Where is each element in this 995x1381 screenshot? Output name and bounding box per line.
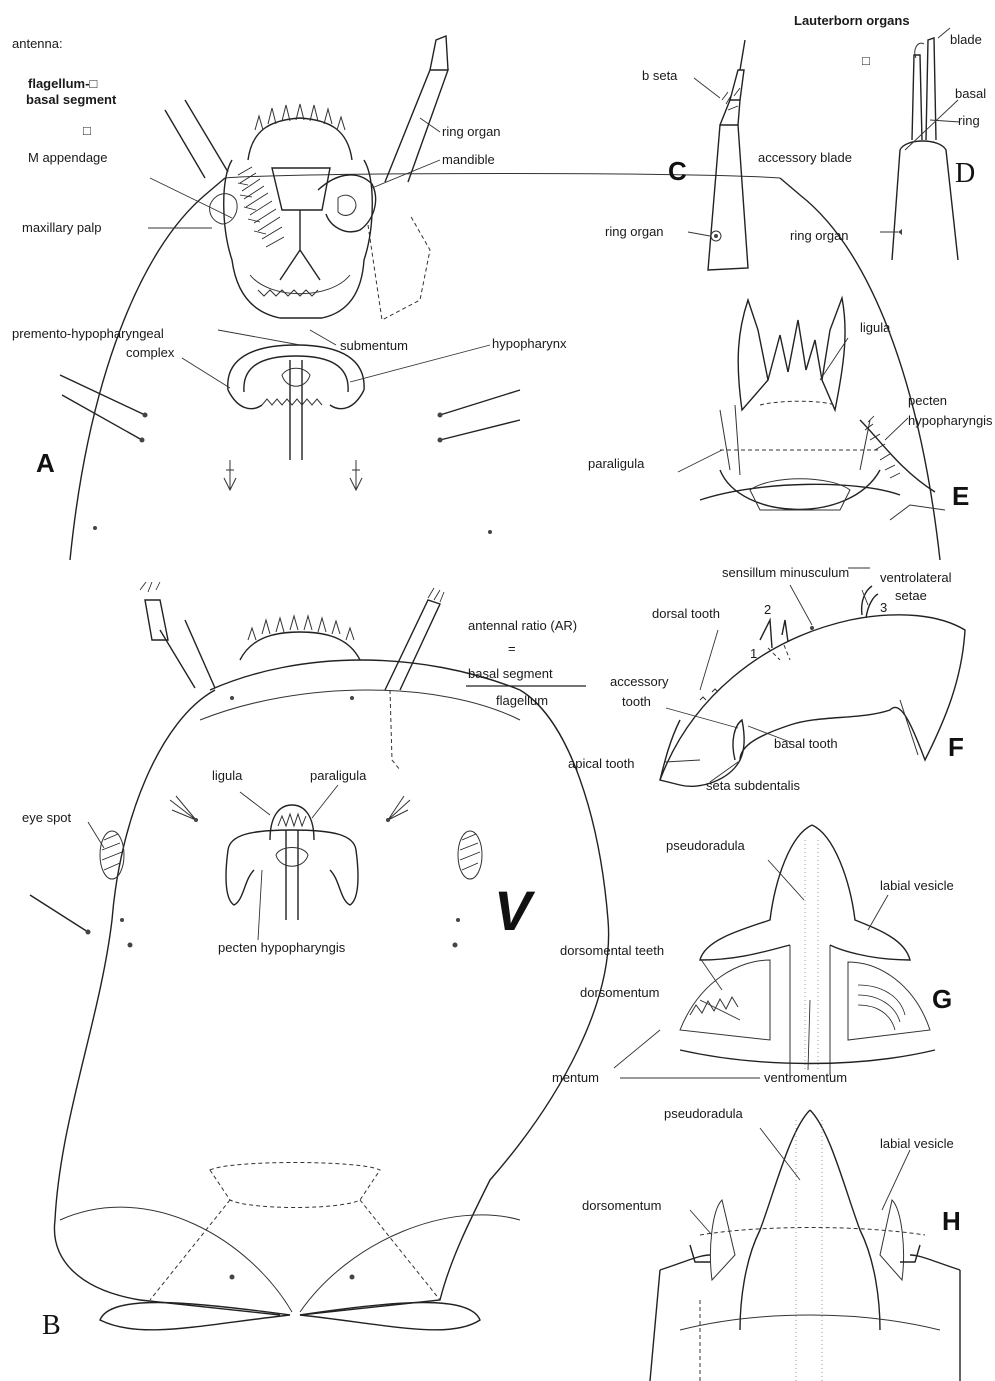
seta-subdentalis-label: seta subdentalis xyxy=(706,778,800,793)
paraligula-label-e: paraligula xyxy=(588,456,645,471)
ventromentum-label: ventromentum xyxy=(764,1070,847,1085)
panel-c-letter: C xyxy=(668,156,687,186)
square-marker-d: □ xyxy=(862,53,870,68)
mandible-label: mandible xyxy=(442,152,495,167)
premento-hypopharyngeal-label: premento-hypopharyngeal xyxy=(12,326,164,341)
mentum-label: mentum xyxy=(552,1070,599,1085)
panel-b-letter: B xyxy=(42,1310,61,1341)
dorsomental-teeth-label: dorsomental teeth xyxy=(560,943,664,958)
eye-spot-label: eye spot xyxy=(22,810,72,825)
antennal-ratio-label: antennal ratio (AR) xyxy=(468,618,577,633)
ligula-label-e: ligula xyxy=(860,320,891,335)
maxillary-palp-label: maxillary palp xyxy=(22,220,101,235)
equals-sign: = xyxy=(508,641,516,656)
panel-d-drawing xyxy=(880,28,960,260)
antenna-label: antenna: xyxy=(12,36,63,51)
panel-a-drawing xyxy=(60,36,940,560)
pseudoradula-stipple-h xyxy=(796,1120,822,1381)
tooth-label: tooth xyxy=(622,694,651,709)
apical-tooth-label: apical tooth xyxy=(568,756,635,771)
panel-v-letter: V xyxy=(494,879,536,942)
flagellum-label: flagellum-□ xyxy=(28,76,97,91)
tooth-number-1: 1 xyxy=(750,646,757,661)
ring-organ-label-c: ring organ xyxy=(605,224,664,239)
setae-label: setae xyxy=(895,588,927,603)
hypopharyngis-label: hypopharyngis xyxy=(908,413,993,428)
complex-label: complex xyxy=(126,345,175,360)
basal-segment-label: basal segment xyxy=(26,92,117,107)
hypopharynx-label: hypopharynx xyxy=(492,336,567,351)
basal-tooth-label: basal tooth xyxy=(774,736,838,751)
panel-d-letter: D xyxy=(955,158,975,189)
panel-g-letter: G xyxy=(932,984,952,1014)
tooth-number-2: 2 xyxy=(764,602,771,617)
submentum-label: submentum xyxy=(340,338,408,353)
panel-e-letter: E xyxy=(952,481,969,511)
labial-vesicle-label-g: labial vesicle xyxy=(880,878,954,893)
ring-organ-label-d: ring organ xyxy=(790,228,849,243)
ratio-numerator: basal segment xyxy=(468,666,553,681)
sensillum-label: sensillum minusculum xyxy=(722,565,849,580)
panel-e-drawing xyxy=(678,298,945,520)
panel-a-letter: A xyxy=(36,448,55,478)
panel-c-drawing xyxy=(688,40,748,270)
ring-label: ring xyxy=(958,113,980,128)
panel-f-letter: F xyxy=(948,732,964,762)
accessory-label: accessory xyxy=(610,674,669,689)
square-marker: □ xyxy=(83,123,91,138)
ligula-label-b: ligula xyxy=(212,768,243,783)
labial-vesicle-label-h: labial vesicle xyxy=(880,1136,954,1151)
pecten-hypopharyngis-label: pecten hypopharyngis xyxy=(218,940,346,955)
paraligula-label-b: paraligula xyxy=(310,768,367,783)
b-seta-label: b seta xyxy=(642,68,678,83)
pecten-label: pecten xyxy=(908,393,947,408)
ratio-denominator: flagellum xyxy=(496,693,548,708)
ventrolateral-label: ventrolateral xyxy=(880,570,952,585)
pseudoradula-label-h: pseudoradula xyxy=(664,1106,744,1121)
dorsal-tooth-label: dorsal tooth xyxy=(652,606,720,621)
panel-h-letter: H xyxy=(942,1206,961,1236)
pseudoradula-stipple-g xyxy=(805,840,818,1070)
tooth-number-3: 3 xyxy=(880,600,887,615)
accessory-blade-label: accessory blade xyxy=(758,150,852,165)
ring-organ-label-a: ring organ xyxy=(442,124,501,139)
panel-a-leaders xyxy=(148,118,490,388)
basal-label: basal xyxy=(955,86,986,101)
dorsomentum-label-g: dorsomentum xyxy=(580,985,659,1000)
lauterborn-organs-label: Lauterborn organs xyxy=(794,13,910,28)
pseudoradula-label-g: pseudoradula xyxy=(666,838,746,853)
blade-label: blade xyxy=(950,32,982,47)
m-appendage-label: M appendage xyxy=(28,150,108,165)
dorsomentum-label-h: dorsomentum xyxy=(582,1198,661,1213)
